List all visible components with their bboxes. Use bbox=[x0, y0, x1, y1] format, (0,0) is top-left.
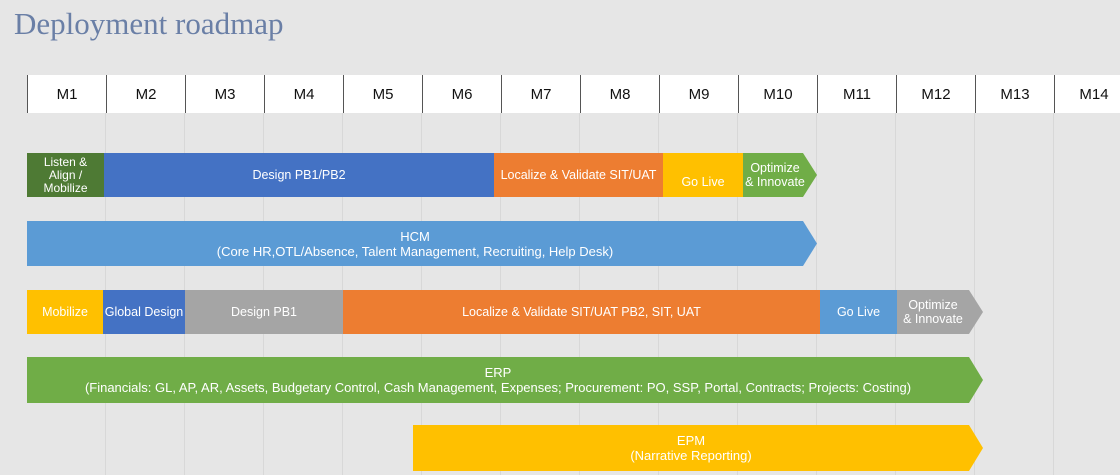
design-pb1-bar: Design PB1 bbox=[185, 290, 343, 334]
month-m11: M11 bbox=[818, 75, 897, 113]
month-m14: M14 bbox=[1055, 75, 1120, 113]
gridline bbox=[974, 113, 975, 475]
mobilize-bar: Mobilize bbox=[27, 290, 103, 334]
optimize-innovate-arrow-2: Optimize & Innovate bbox=[897, 290, 983, 334]
month-m1: M1 bbox=[28, 75, 107, 113]
month-m3: M3 bbox=[186, 75, 265, 113]
localize-validate-pb2-bar: Localize & Validate SIT/UAT PB2, SIT, UA… bbox=[343, 290, 820, 334]
month-m4: M4 bbox=[265, 75, 344, 113]
gridline bbox=[1053, 113, 1054, 475]
month-m7: M7 bbox=[502, 75, 581, 113]
month-m12: M12 bbox=[897, 75, 976, 113]
erp-arrow: ERP (Financials: GL, AP, AR, Assets, Bud… bbox=[27, 357, 983, 403]
erp-title: ERP bbox=[484, 365, 512, 380]
page-title: Deployment roadmap bbox=[14, 6, 284, 41]
listen-align-mobilize-bar: Listen & Align / Mobilize bbox=[27, 153, 104, 197]
epm-title: EPM bbox=[676, 433, 706, 448]
localize-validate-bar: Localize & Validate SIT/UAT bbox=[494, 153, 663, 197]
month-m5: M5 bbox=[344, 75, 423, 113]
hcm-arrow: HCM (Core HR,OTL/Absence, Talent Managem… bbox=[27, 221, 817, 266]
epm-subtitle: (Narrative Reporting) bbox=[630, 448, 752, 463]
go-live-bar: Go Live bbox=[663, 153, 743, 197]
month-m9: M9 bbox=[660, 75, 739, 113]
erp-subtitle: (Financials: GL, AP, AR, Assets, Budgeta… bbox=[84, 380, 912, 395]
hcm-title: HCM bbox=[400, 228, 430, 244]
go-live-bar-2: Go Live bbox=[820, 290, 897, 334]
month-m2: M2 bbox=[107, 75, 186, 113]
epm-arrow: EPM (Narrative Reporting) bbox=[413, 425, 983, 471]
month-m8: M8 bbox=[581, 75, 660, 113]
design-pb1-pb2-bar: Design PB1/PB2 bbox=[104, 153, 494, 197]
hcm-subtitle: (Core HR,OTL/Absence, Talent Management,… bbox=[216, 243, 614, 259]
global-design-bar: Global Design bbox=[103, 290, 185, 334]
month-m13: M13 bbox=[976, 75, 1055, 113]
month-m6: M6 bbox=[423, 75, 502, 113]
optimize-innovate-arrow: Optimize & Innovate bbox=[743, 153, 817, 197]
month-m10: M10 bbox=[739, 75, 818, 113]
